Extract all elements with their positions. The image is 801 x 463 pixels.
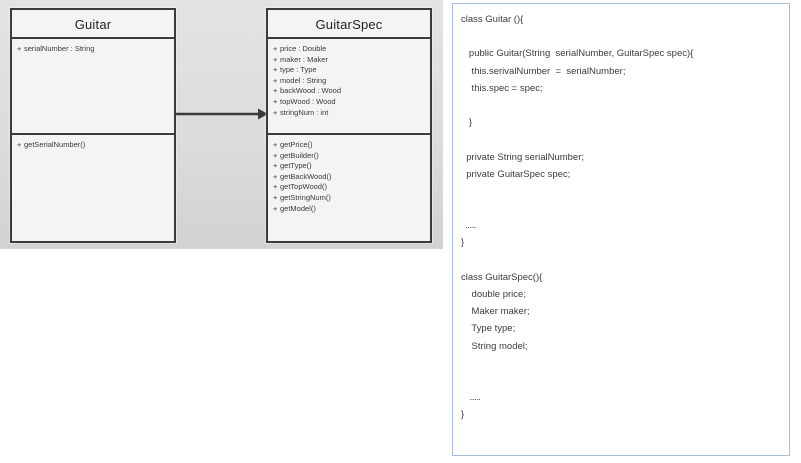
visibility-marker: +: [273, 140, 278, 149]
code-line: double price;: [461, 289, 526, 300]
uml-diagram-panel: Guitar +serialNumber : String +getSerial…: [0, 0, 443, 249]
code-line: [461, 372, 789, 389]
uml-attribute: +stringNum : int: [273, 108, 426, 119]
code-line: [461, 28, 789, 45]
uml-class-guitarspec-operations: +getPrice() +getBuilder() +getType() +ge…: [268, 135, 430, 241]
uml-operation: +getBuilder(): [273, 151, 426, 162]
uml-attribute: +maker : Maker: [273, 55, 426, 66]
code-line: [461, 252, 789, 269]
attribute-label: price : Double: [280, 44, 327, 53]
visibility-marker: +: [273, 96, 278, 106]
uml-operation: +getSerialNumber(): [17, 140, 170, 151]
visibility-marker: +: [273, 161, 278, 171]
code-line: this.serivalNumber = serialNumber;: [461, 65, 626, 77]
uml-operation: +getType(): [273, 161, 426, 172]
uml-attribute: +price : Double: [273, 44, 426, 55]
uml-attribute: +type : Type: [273, 65, 426, 76]
code-line: [461, 131, 789, 148]
code-line: }: [461, 237, 465, 249]
uml-class-guitar-operations: +getSerialNumber(): [12, 135, 174, 241]
attribute-label: stringNum : int: [280, 107, 329, 117]
code-line: this.spec = spec;: [461, 82, 543, 94]
visibility-marker: +: [273, 65, 278, 75]
uml-class-guitar-title: Guitar: [12, 10, 174, 39]
uml-class-guitarspec: GuitarSpec +price : Double +maker : Make…: [266, 8, 432, 243]
visibility-marker: +: [273, 107, 278, 117]
attribute-label: serialNumber : String: [24, 44, 95, 53]
operation-label: getBackWood(): [280, 171, 332, 181]
uml-operation: +getBackWood(): [273, 172, 426, 183]
code-line: class GuitarSpec(){: [461, 271, 543, 283]
association-arrow-icon: [174, 108, 268, 120]
uml-class-guitar: Guitar +serialNumber : String +getSerial…: [10, 8, 176, 243]
visibility-marker: +: [273, 203, 278, 213]
code-line: private GuitarSpec spec;: [461, 168, 571, 180]
visibility-marker: +: [273, 182, 278, 192]
code-line: Type type;: [461, 323, 516, 335]
code-line: }: [461, 117, 473, 129]
code-line: class Guitar (){: [461, 14, 524, 25]
code-line: public Guitar(String serialNumber, Guita…: [461, 48, 694, 60]
visibility-marker: +: [17, 44, 22, 53]
attribute-label: maker : Maker: [280, 54, 328, 64]
operation-label: getType(): [280, 161, 312, 171]
code-line: [461, 97, 789, 114]
uml-operation: +getTopWood(): [273, 182, 426, 193]
uml-class-guitarspec-attributes: +price : Double +maker : Maker +type : T…: [268, 39, 430, 135]
visibility-marker: +: [273, 75, 278, 85]
attribute-label: topWood : Wood: [280, 96, 336, 106]
attribute-label: model : String: [280, 75, 327, 85]
code-line-ellipsis: .....: [461, 392, 481, 404]
uml-attribute: +backWood : Wood: [273, 86, 426, 97]
visibility-marker: +: [273, 86, 278, 96]
visibility-marker: +: [273, 192, 278, 202]
code-panel: class Guitar (){ public Guitar(String se…: [452, 3, 790, 456]
visibility-marker: +: [273, 44, 278, 53]
code-line-ellipsis: .....: [461, 220, 476, 232]
attribute-label: backWood : Wood: [280, 86, 342, 96]
uml-operation: +getStringNum(): [273, 193, 426, 204]
operation-label: getStringNum(): [280, 192, 331, 202]
uml-class-guitarspec-title: GuitarSpec: [268, 10, 430, 39]
code-line: }: [461, 409, 465, 421]
operation-label: getTopWood(): [280, 182, 327, 192]
uml-attribute: +serialNumber : String: [17, 44, 170, 55]
code-line: [461, 183, 789, 200]
visibility-marker: +: [17, 140, 22, 149]
code-line: [461, 355, 789, 372]
visibility-marker: +: [273, 150, 278, 160]
visibility-marker: +: [273, 54, 278, 64]
operation-label: getSerialNumber(): [24, 140, 86, 149]
operation-label: getBuilder(): [280, 150, 319, 160]
uml-attribute: +topWood : Wood: [273, 97, 426, 108]
code-line: [461, 200, 789, 217]
operation-label: getPrice(): [280, 140, 313, 149]
operation-label: getModel(): [280, 203, 316, 213]
uml-operation: +getModel(): [273, 204, 426, 215]
uml-operation: +getPrice(): [273, 140, 426, 151]
visibility-marker: +: [273, 171, 278, 181]
code-line: Maker maker;: [461, 306, 530, 318]
uml-class-guitar-attributes: +serialNumber : String: [12, 39, 174, 135]
code-line: String model;: [461, 340, 528, 352]
uml-attribute: +model : String: [273, 76, 426, 87]
attribute-label: type : Type: [280, 65, 317, 75]
code-line: private String serialNumber;: [461, 151, 585, 163]
